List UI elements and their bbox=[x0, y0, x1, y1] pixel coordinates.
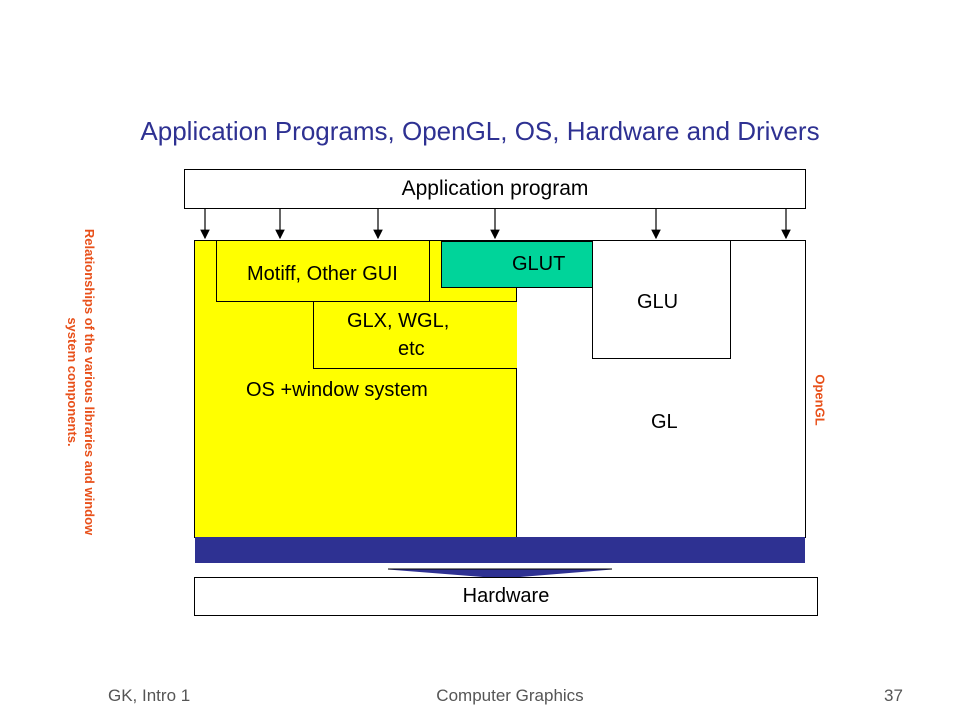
footer-center: Computer Graphics bbox=[436, 686, 584, 705]
glx-wgl-label-line1: GLX, WGL, bbox=[347, 310, 450, 332]
gl-label: GL bbox=[651, 411, 678, 433]
footer-page-number: 37 bbox=[884, 686, 903, 705]
motif-gui-label: Motiff, Other GUI bbox=[247, 263, 398, 285]
application-program-label: Application program bbox=[401, 177, 589, 200]
glut-label: GLUT bbox=[512, 253, 566, 275]
os-window-system-label: OS +window system bbox=[246, 379, 428, 401]
side-caption-right-text: OpenGL bbox=[812, 374, 828, 426]
glx-wgl-label-line2: etc bbox=[398, 338, 425, 360]
glu-box: GLU bbox=[592, 240, 731, 359]
motif-gui-box: Motiff, Other GUI bbox=[216, 240, 430, 302]
application-program-box: Application program bbox=[184, 169, 806, 209]
footer-left: GK, Intro 1 bbox=[108, 686, 191, 705]
side-caption-left-text: Relationships of the various libraries a… bbox=[65, 228, 97, 536]
slide-title: Application Programs, OpenGL, OS, Hardwa… bbox=[140, 116, 820, 146]
hardware-box: Hardware bbox=[194, 577, 818, 616]
glu-label: GLU bbox=[637, 291, 679, 313]
driver-bar bbox=[195, 537, 805, 563]
hardware-label: Hardware bbox=[462, 585, 550, 607]
glx-wgl-box: GLX, WGL, etc bbox=[313, 301, 517, 369]
